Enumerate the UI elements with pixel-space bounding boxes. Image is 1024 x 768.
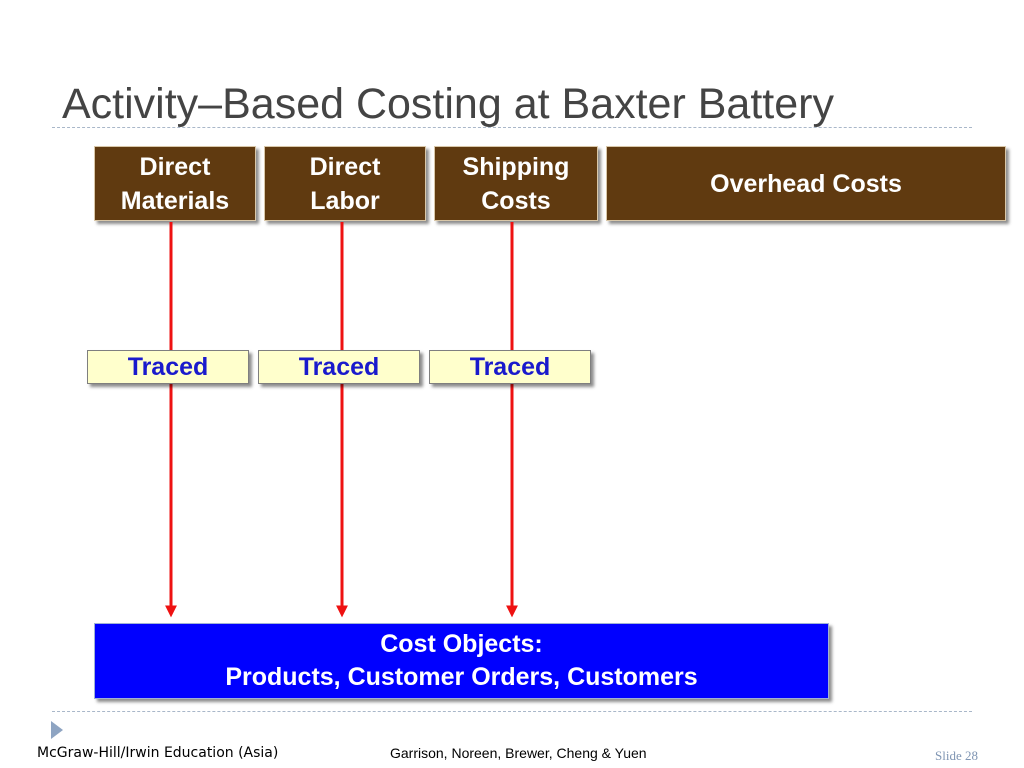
- traced-label-materials: Traced: [87, 350, 249, 384]
- title-divider: [52, 127, 972, 128]
- footer-divider: [52, 711, 972, 712]
- traced-label-labor: Traced: [258, 350, 420, 384]
- direct-labor-label: Direct Labor: [309, 152, 381, 215]
- overhead-costs-box: Overhead Costs: [606, 146, 1006, 221]
- overhead-costs-label: Overhead Costs: [710, 169, 902, 198]
- edition-text: Education (Asia): [163, 745, 279, 761]
- shipping-costs-box: Shipping Costs: [434, 146, 598, 221]
- direct-labor-box: Direct Labor: [264, 146, 426, 221]
- cost-objects-box: Cost Objects: Products, Customer Orders,…: [94, 623, 829, 699]
- slide-number: Slide 28: [935, 748, 978, 763]
- traced-text: Traced: [469, 352, 551, 381]
- footer-authors: Garrison, Noreen, Brewer, Cheng & Yuen: [390, 745, 647, 761]
- footer-publisher: McGraw-Hill/Irwin Education (Asia): [37, 745, 278, 761]
- cost-objects-list: Products, Customer Orders, Customers: [225, 663, 698, 691]
- slide-title: Activity–Based Costing at Baxter Battery: [62, 80, 834, 128]
- cost-objects-heading: Cost Objects:: [380, 630, 543, 658]
- traced-label-shipping: Traced: [429, 350, 591, 384]
- direct-materials-label: Direct Materials: [120, 152, 230, 215]
- direct-materials-box: Direct Materials: [94, 146, 256, 221]
- play-triangle-icon: [51, 721, 63, 739]
- traced-text: Traced: [127, 352, 209, 381]
- publisher-text: McGraw-Hill/Irwin: [37, 745, 160, 761]
- shipping-costs-label: Shipping Costs: [462, 152, 570, 215]
- traced-text: Traced: [298, 352, 380, 381]
